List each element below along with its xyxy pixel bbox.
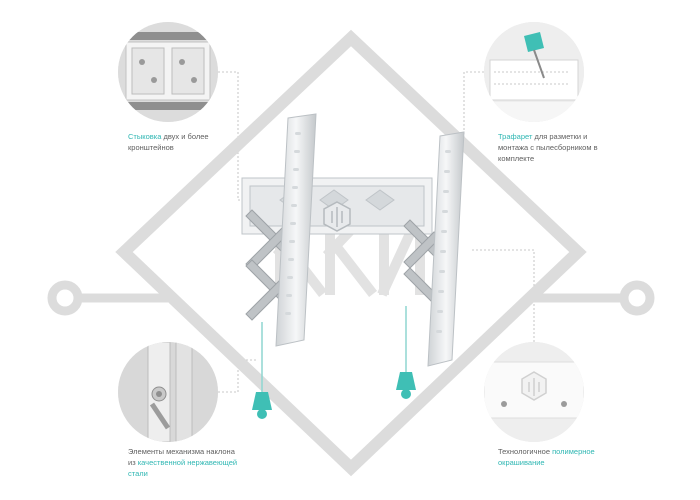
release-cord-left — [252, 322, 272, 419]
caption-bracket-docking: Стыковка двух и более кронштейнов — [128, 131, 238, 153]
caption-accent: качественной нержавеющей стали — [128, 458, 238, 478]
caption-accent: Стыковка — [128, 132, 162, 141]
feature-image-coating — [484, 342, 584, 442]
tilt-mechanism-right — [403, 219, 441, 305]
vertical-arm-left — [275, 113, 317, 347]
caption-text: окрашивание — [498, 458, 545, 467]
caption-text: Технологичное — [498, 447, 553, 456]
caption-text: двух и более кронштейнов — [128, 132, 209, 152]
tv-wall-mount-illustration — [241, 113, 465, 419]
caption-accent: полимерное — [552, 447, 595, 456]
vertical-arm-right — [427, 131, 465, 367]
caption-mounting-template: Трафарет для разметки и монтажа с пылесб… — [498, 131, 608, 164]
feature-image-bracket-docking — [118, 22, 218, 122]
caption-tilt-mechanism: Элементы механизма наклона из качественн… — [128, 446, 238, 479]
feature-image-tilt-mechanism — [118, 342, 218, 442]
feature-image-mounting-template — [484, 22, 584, 122]
caption-accent: Трафарет — [498, 132, 533, 141]
release-cord-right — [396, 306, 416, 399]
brand-hexagon-logo-icon — [323, 201, 351, 232]
caption-text: Элементы механизма наклона из — [128, 447, 235, 467]
caption-text: для разметки и монтажа с пылесборником в… — [498, 132, 598, 163]
caption-coating: Технологичное полимерное окрашивание — [498, 446, 598, 468]
